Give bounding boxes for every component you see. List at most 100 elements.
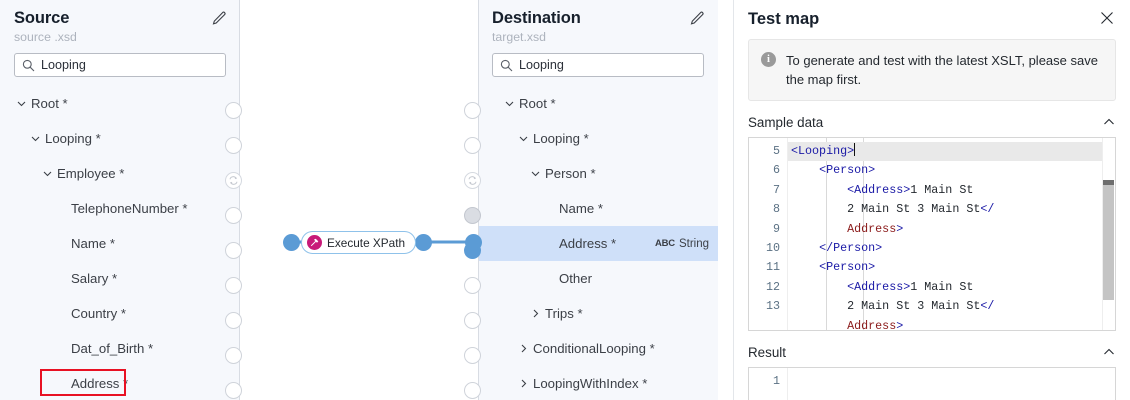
tree-row-label: Person *	[545, 165, 596, 181]
chevron-right-icon[interactable]	[516, 342, 530, 356]
connection-output-handle[interactable]	[415, 234, 432, 251]
destination-tree[interactable]: Root * Looping * Person * Name * Address *AB…	[478, 86, 718, 400]
tree-row-label: Looping *	[533, 130, 589, 146]
line-number: 5	[772, 144, 780, 158]
tree-row[interactable]: Person *	[478, 156, 718, 191]
code-line[interactable]: <Address>1 Main St	[847, 182, 974, 197]
tree-row[interactable]: Dat_of_Birth *	[0, 331, 240, 366]
close-icon[interactable]	[1098, 9, 1116, 27]
code-line[interactable]: <Address>1 Main St	[847, 279, 974, 294]
destination-search-box[interactable]	[492, 53, 704, 77]
sample-editor-code[interactable]: <Looping> <Person> <Address>1 Main St 2 …	[787, 138, 1115, 330]
tree-row-label: ConditionalLooping *	[533, 340, 655, 356]
connector-node[interactable]	[225, 242, 242, 259]
connector-node[interactable]	[464, 277, 481, 294]
connector-node[interactable]	[464, 347, 481, 364]
destination-edit-pencil-icon[interactable]	[688, 10, 706, 28]
tree-row[interactable]: Trips *	[478, 296, 718, 331]
connector-node[interactable]	[225, 312, 242, 329]
tree-row[interactable]: Name *	[0, 226, 240, 261]
chevron-up-icon[interactable]	[1102, 115, 1116, 129]
connector-node[interactable]	[225, 137, 242, 154]
code-line[interactable]: <Person>	[819, 163, 876, 178]
line-number: 9	[772, 221, 780, 236]
loop-connector-icon[interactable]	[464, 172, 481, 189]
connector-node[interactable]	[225, 347, 242, 364]
source-tree[interactable]: Root * Looping * Employee *TelephoneNumber…	[0, 86, 240, 400]
chevron-down-icon[interactable]	[14, 97, 28, 111]
tree-row[interactable]: Root *	[0, 86, 240, 121]
chevron-up-icon[interactable]	[1102, 345, 1116, 359]
connection-input-handle[interactable]	[283, 234, 300, 251]
code-line[interactable]: 2 Main St 3 Main St</	[791, 202, 995, 217]
connector-node[interactable]	[225, 382, 242, 399]
tree-row-label: Trips *	[545, 305, 583, 321]
tree-row[interactable]: Other	[478, 261, 718, 296]
connector-node[interactable]	[225, 102, 242, 119]
tree-row[interactable]: LoopingWithIndex *	[478, 366, 718, 400]
tree-row[interactable]: Country *	[0, 296, 240, 331]
tree-row[interactable]: TelephoneNumber *	[0, 191, 240, 226]
map-canvas[interactable]: Source source .xsd Root *Looping *Employ…	[0, 0, 733, 400]
tree-row-label: Country *	[71, 305, 126, 321]
connector-node[interactable]	[225, 207, 242, 224]
tree-row-label: Root *	[519, 95, 556, 111]
destination-panel-header: Destination target.xsd	[478, 0, 718, 45]
result-section-header[interactable]: Result	[748, 337, 1116, 367]
chevron-down-icon[interactable]	[502, 97, 516, 111]
connector-node[interactable]	[464, 102, 481, 119]
tree-row-label: Looping *	[45, 130, 101, 146]
connector-node[interactable]	[464, 207, 481, 224]
chevron-down-icon[interactable]	[516, 132, 530, 146]
tree-row-label: Root *	[31, 95, 68, 111]
tree-row[interactable]: Salary *	[0, 261, 240, 296]
tree-row[interactable]: Looping *	[478, 121, 718, 156]
line-number: 6	[772, 163, 780, 178]
tree-row[interactable]: Name *	[478, 191, 718, 226]
line-number: 8	[772, 202, 780, 217]
chevron-down-icon[interactable]	[528, 167, 542, 181]
result-editor[interactable]: 1	[748, 367, 1116, 400]
code-line[interactable]: <Looping>	[788, 142, 1115, 162]
text-caret	[854, 143, 856, 156]
source-search-input[interactable]	[41, 58, 218, 72]
chevron-right-icon[interactable]	[528, 307, 542, 321]
connection-target-handle[interactable]	[465, 234, 482, 251]
loop-connector-icon[interactable]	[225, 172, 242, 189]
code-line[interactable]: Address>	[847, 318, 904, 330]
connector-node[interactable]	[464, 137, 481, 154]
tree-row[interactable]: Looping *	[0, 121, 240, 156]
source-search-box[interactable]	[14, 53, 226, 77]
destination-search-input[interactable]	[519, 58, 696, 72]
code-line[interactable]: <Person>	[819, 260, 876, 275]
chevron-down-icon[interactable]	[40, 167, 54, 181]
connector-node[interactable]	[464, 382, 481, 399]
connector-node[interactable]	[225, 277, 242, 294]
tree-row[interactable]: Employee *	[0, 156, 240, 191]
code-line[interactable]: Address>	[847, 221, 904, 236]
sample-editor-scrollbar[interactable]	[1102, 138, 1115, 330]
source-edit-pencil-icon[interactable]	[210, 10, 228, 28]
chevron-down-icon[interactable]	[28, 132, 42, 146]
execute-xpath-function-node[interactable]: Execute XPath	[301, 231, 417, 254]
scrollbar-thumb[interactable]	[1103, 180, 1114, 300]
code-line[interactable]: 2 Main St 3 Main St</	[791, 299, 995, 314]
result-editor-code[interactable]	[787, 368, 1115, 400]
tree-row-label: Dat_of_Birth *	[71, 340, 154, 356]
tree-row-label: Name *	[559, 200, 603, 216]
code-line[interactable]: </Person>	[819, 241, 883, 256]
destination-schema-filename: target.xsd	[492, 30, 546, 44]
scrollbar-thumb-top[interactable]	[1103, 180, 1114, 185]
tree-row[interactable]: Address *	[0, 366, 240, 400]
chevron-right-icon[interactable]	[516, 377, 530, 391]
sample-data-section-header[interactable]: Sample data	[748, 107, 1116, 137]
tree-row[interactable]: ConditionalLooping *	[478, 331, 718, 366]
connector-node[interactable]	[464, 312, 481, 329]
search-icon	[500, 59, 513, 72]
result-editor-gutter: 1	[772, 374, 780, 388]
tree-row[interactable]: Root *	[478, 86, 718, 121]
rail-line	[238, 0, 240, 400]
destination-panel-title: Destination	[492, 9, 581, 27]
